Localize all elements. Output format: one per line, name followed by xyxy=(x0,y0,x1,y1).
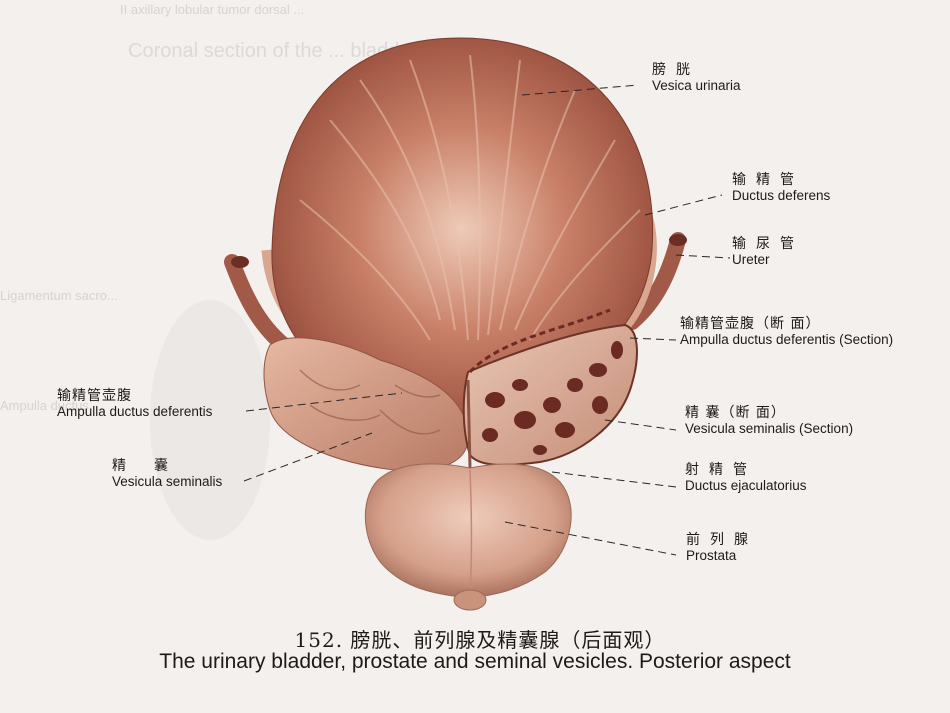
prostate-median-groove xyxy=(469,469,473,597)
section-cavities xyxy=(482,341,623,455)
label-prostata: 前列腺 Prostata xyxy=(686,532,758,564)
label-ampulla-left: 输精管壶腹 Ampulla ductus deferentis xyxy=(57,388,213,420)
figure-caption-chinese: 152. 膀胱、前列腺及精囊腺（后面观） xyxy=(294,628,666,652)
bladder-muscle-fibers xyxy=(299,54,641,341)
label-vesicula-left: 精囊 Vesicula seminalis xyxy=(112,458,223,490)
show-through-text: II axillary lobular tumor dorsal ... xyxy=(120,2,305,17)
ampulla-section-lumen xyxy=(468,308,611,374)
label-vesicula-section: 精 囊（断 面） Vesicula seminalis (Section) xyxy=(685,405,854,437)
label-ampulla-section: 输精管壶腹（断 面） Ampulla ductus deferentis (Se… xyxy=(680,316,894,348)
ejaculatory-duct-divide xyxy=(466,379,472,469)
show-through-text: Ampulla ductus xyxy=(0,398,89,413)
urethra-stump xyxy=(453,589,487,611)
show-through-text: Ligamentum sacro... xyxy=(0,288,118,303)
label-ductus-ejaculatorius: 射精管 Ductus ejaculatorius xyxy=(685,462,807,494)
show-through-shape xyxy=(150,300,270,540)
label-ductus-deferens: 输精管 Ductus deferens xyxy=(732,172,831,204)
label-ureter: 输尿管 Ureter xyxy=(732,236,804,268)
figure-caption-english: The urinary bladder, prostate and semina… xyxy=(159,650,791,673)
prostate-gland xyxy=(364,463,572,599)
label-vesica-urinaria: 膀胱 Vesica urinaria xyxy=(652,62,741,94)
